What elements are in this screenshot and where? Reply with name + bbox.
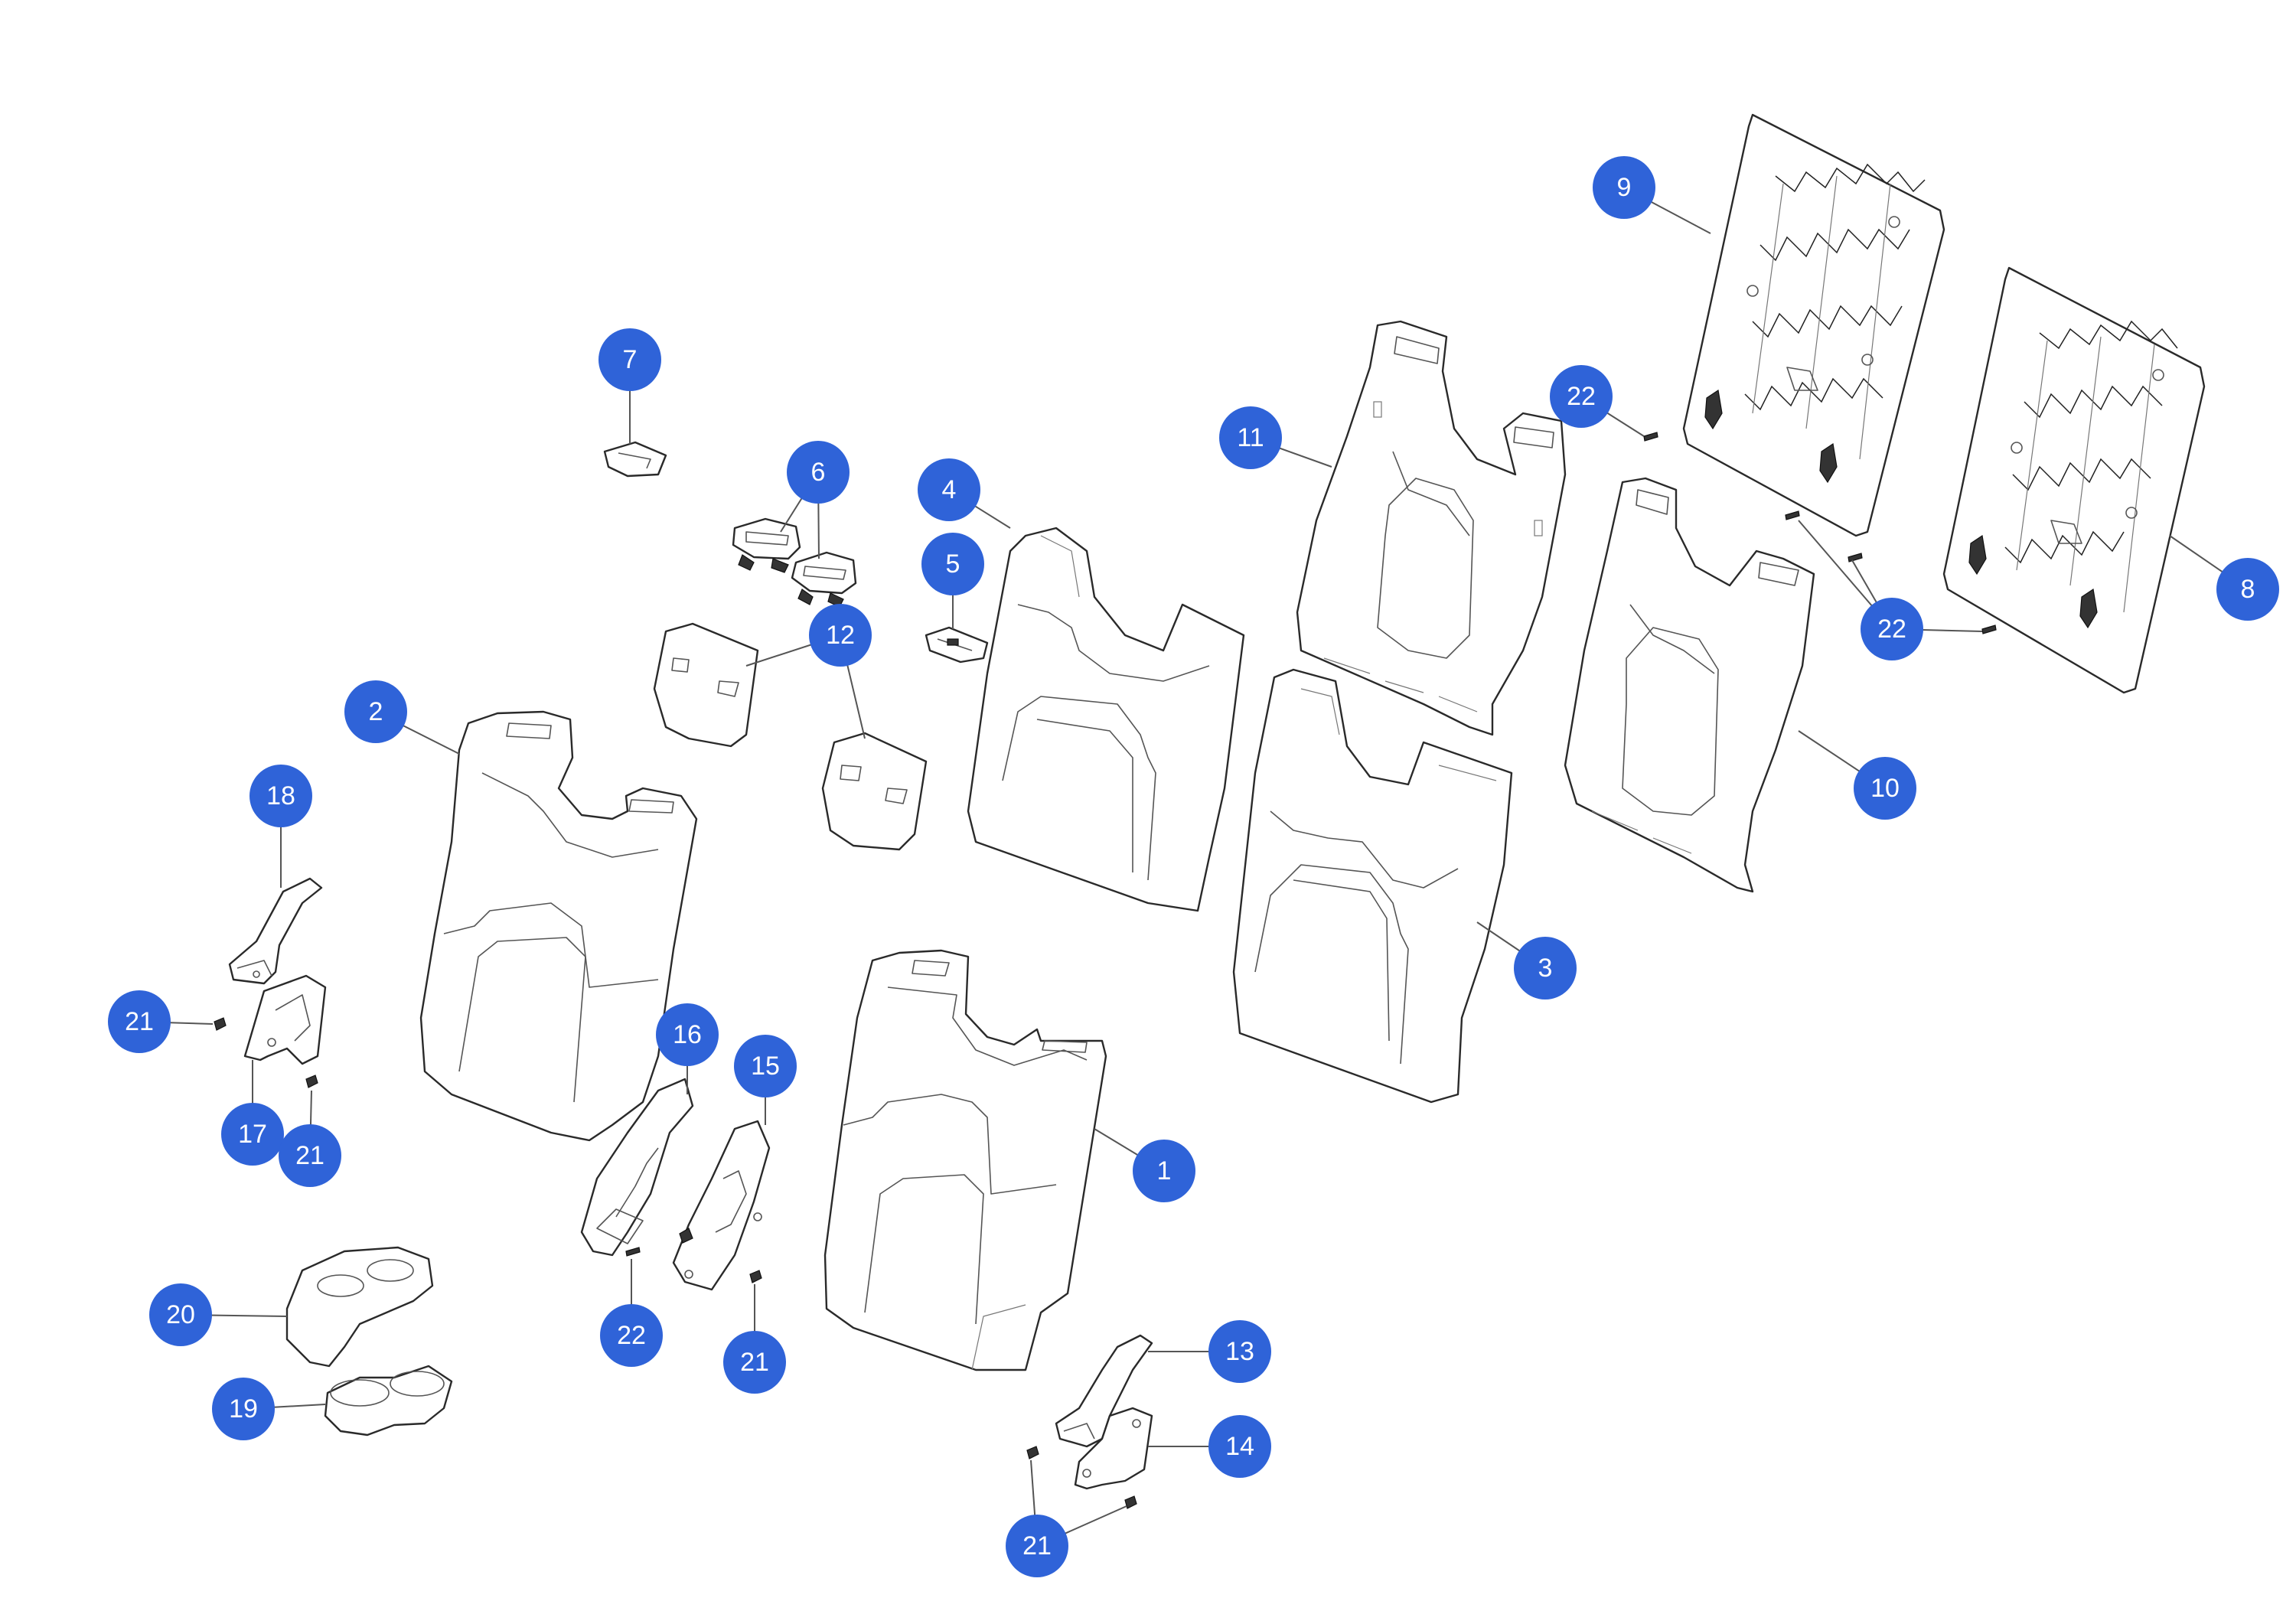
callout-19[interactable]: 19: [212, 1378, 275, 1440]
callout-9[interactable]: 9: [1593, 156, 1655, 219]
callout-1[interactable]: 1: [1133, 1140, 1195, 1202]
svg-text:21: 21: [295, 1141, 325, 1170]
svg-text:14: 14: [1225, 1432, 1254, 1461]
pin-icon: [1981, 624, 1997, 634]
callout-20[interactable]: 20: [149, 1283, 212, 1346]
callout-13[interactable]: 13: [1208, 1320, 1271, 1383]
svg-text:6: 6: [811, 458, 826, 487]
svg-text:7: 7: [623, 345, 638, 374]
part-cupholder-trim-20: [285, 1246, 434, 1368]
part-frame-11: [1296, 320, 1567, 736]
part-frame-10: [1564, 477, 1815, 893]
pin-icon: [1848, 553, 1863, 563]
svg-text:17: 17: [238, 1120, 267, 1149]
part-armrest-cover-18: [228, 877, 323, 985]
svg-text:8: 8: [2241, 575, 2255, 604]
svg-text:5: 5: [946, 549, 960, 579]
svg-text:18: 18: [266, 781, 295, 810]
screw-icon: [1026, 1446, 1039, 1459]
callout-11[interactable]: 11: [1219, 406, 1282, 469]
part-seat-cushion-2: [419, 710, 698, 1142]
part-switches-6: [732, 517, 857, 608]
svg-text:22: 22: [1567, 382, 1596, 411]
svg-text:21: 21: [740, 1348, 769, 1377]
callout-21-console[interactable]: 21: [723, 1331, 786, 1394]
callout-22-frames[interactable]: 22: [1861, 598, 1923, 660]
part-cover-plates-12: [653, 622, 928, 851]
svg-text:12: 12: [826, 621, 855, 650]
svg-text:10: 10: [1870, 774, 1900, 803]
part-console-bracket-15: [672, 1120, 771, 1291]
svg-text:16: 16: [673, 1020, 702, 1049]
svg-text:15: 15: [751, 1052, 780, 1081]
svg-text:22: 22: [1877, 615, 1906, 644]
part-side-bracket-14: [1074, 1407, 1153, 1490]
callout-4[interactable]: 4: [918, 458, 980, 521]
svg-text:19: 19: [229, 1394, 258, 1423]
screw-icon: [214, 1017, 227, 1031]
callout-14[interactable]: 14: [1208, 1415, 1271, 1478]
fasteners: [214, 432, 1997, 1509]
callout-2[interactable]: 2: [344, 680, 407, 743]
svg-text:21: 21: [1022, 1531, 1052, 1560]
callout-12[interactable]: 12: [809, 604, 872, 667]
part-clip-7: [603, 441, 667, 478]
pin-icon: [1643, 432, 1658, 442]
callout-17[interactable]: 17: [221, 1103, 284, 1166]
part-back-trim-4: [967, 527, 1245, 912]
svg-text:4: 4: [942, 475, 957, 504]
callout-15[interactable]: 15: [734, 1035, 797, 1097]
part-cupholder-19: [324, 1365, 453, 1436]
callout-10[interactable]: 10: [1854, 757, 1916, 820]
part-back-trim-3: [1232, 668, 1513, 1104]
pin-icon: [625, 1247, 641, 1257]
pin-icon: [1785, 510, 1800, 520]
svg-text:3: 3: [1538, 954, 1553, 983]
part-seat-frame-8: [1942, 266, 2206, 694]
svg-text:22: 22: [617, 1321, 646, 1350]
screw-icon: [1124, 1495, 1137, 1509]
callout-21-bottom[interactable]: 21: [1006, 1515, 1068, 1577]
svg-text:20: 20: [166, 1300, 195, 1329]
callout-21-bracket[interactable]: 21: [279, 1124, 341, 1187]
part-bracket-17: [243, 974, 327, 1065]
callout-16[interactable]: 16: [656, 1003, 719, 1066]
svg-text:13: 13: [1225, 1337, 1254, 1366]
callout-3[interactable]: 3: [1514, 937, 1577, 1000]
callout-6[interactable]: 6: [787, 441, 850, 504]
callout-5[interactable]: 5: [921, 533, 984, 595]
part-side-cover-13: [1055, 1334, 1153, 1448]
callout-8[interactable]: 8: [2216, 558, 2279, 621]
part-console-tray-16: [580, 1078, 694, 1257]
svg-text:11: 11: [1237, 423, 1264, 452]
callout-22-top[interactable]: 22: [1550, 365, 1613, 428]
screw-icon: [749, 1270, 762, 1283]
callout-22-console[interactable]: 22: [600, 1304, 663, 1367]
svg-text:9: 9: [1617, 173, 1632, 202]
part-latch-5: [925, 626, 989, 664]
svg-text:21: 21: [125, 1007, 154, 1036]
callouts: 1 2 3 4 5 6 7 8 9 10 11 12 13 14 15 16 1…: [108, 156, 2279, 1577]
part-seat-cushion-1: [823, 949, 1107, 1371]
callout-18[interactable]: 18: [249, 765, 312, 827]
callout-7[interactable]: 7: [598, 328, 661, 391]
part-seat-frame-9: [1682, 113, 1945, 537]
svg-text:1: 1: [1157, 1156, 1172, 1185]
callout-21-left[interactable]: 21: [108, 990, 171, 1053]
svg-text:2: 2: [369, 697, 383, 726]
screw-icon: [305, 1075, 318, 1088]
